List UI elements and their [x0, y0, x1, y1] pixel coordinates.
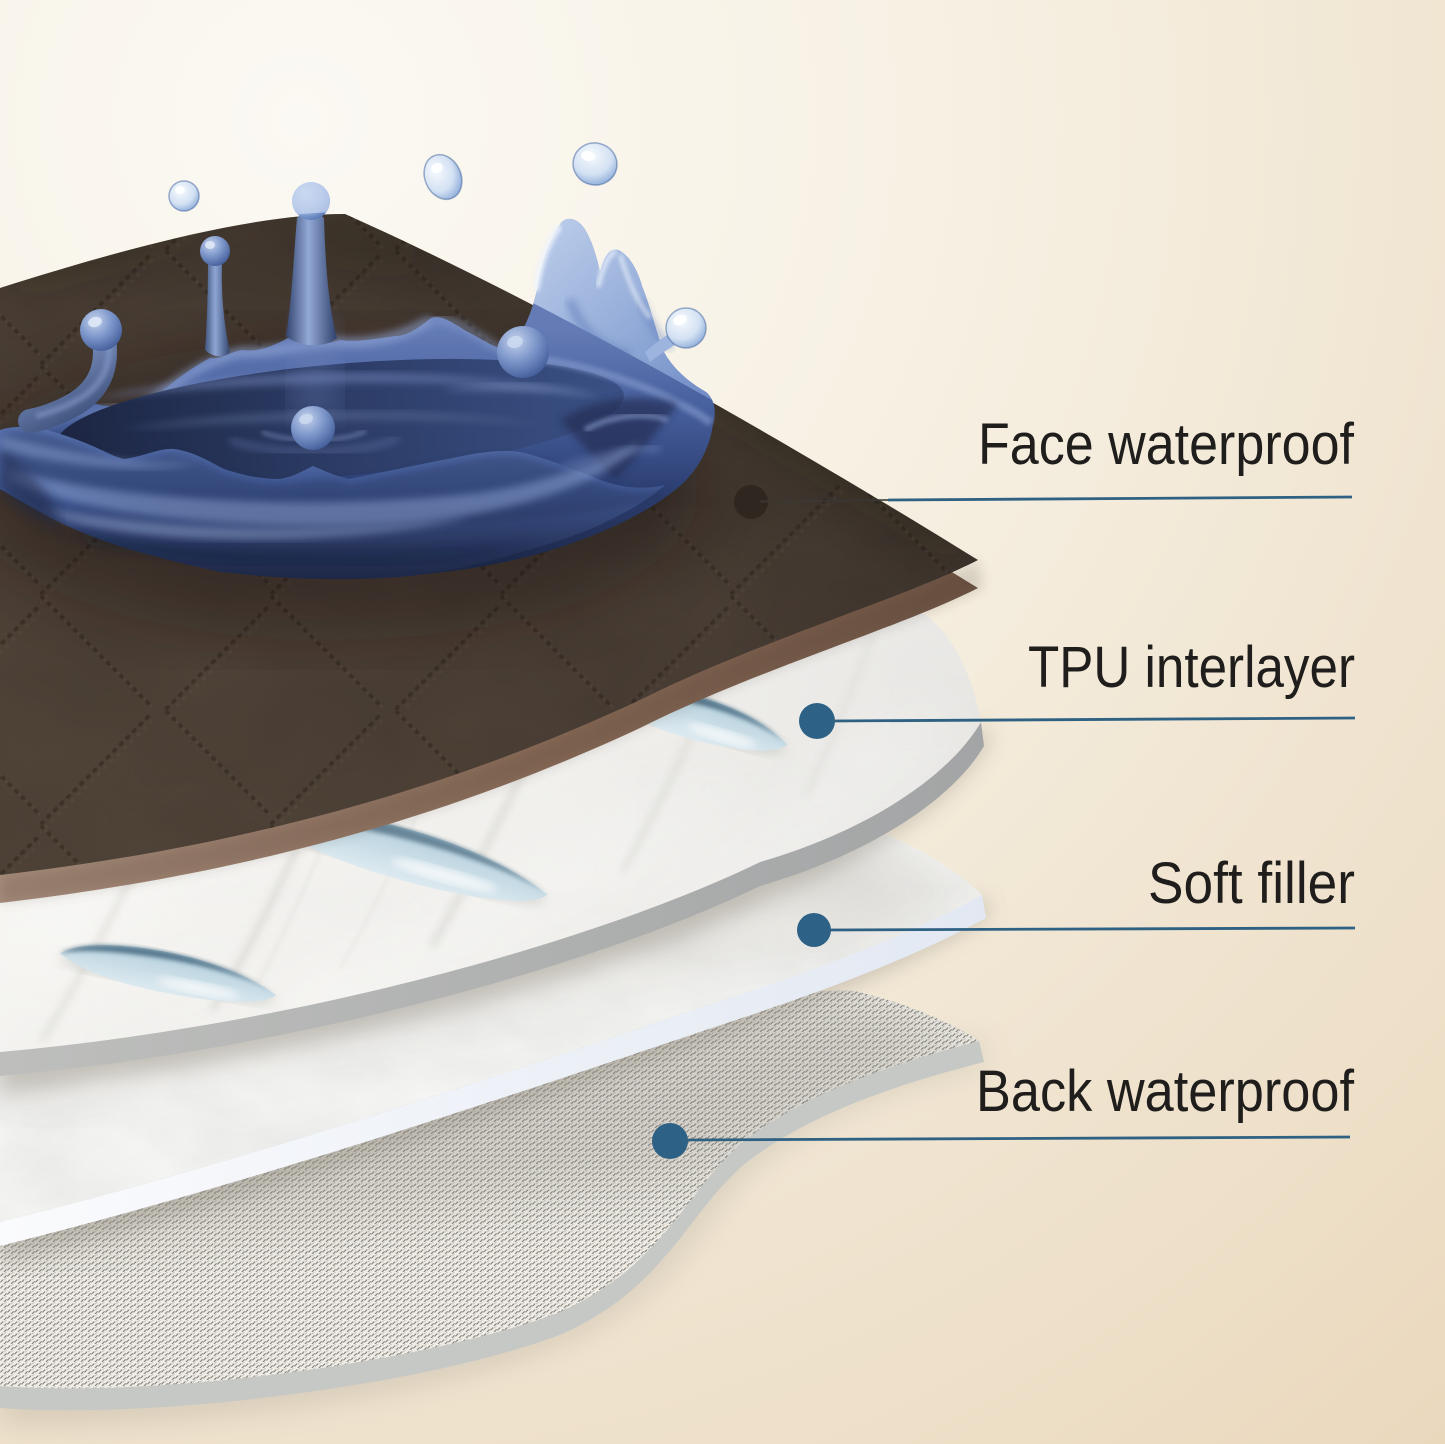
callout-dot-back-waterproof [652, 1123, 688, 1159]
callout-line-tpu-interlayer [829, 716, 1356, 723]
callout-line-soft-filler [826, 926, 1356, 932]
callout-dot-soft-filler [797, 913, 831, 947]
callout-dot-face-waterproof [734, 485, 768, 519]
soft-filler-edge-band [0, 895, 986, 1246]
water-splash-graphic [0, 142, 715, 580]
label-soft-filler: Soft filler [1148, 851, 1355, 916]
callout-line-face-waterproof [887, 495, 1353, 502]
label-tpu-interlayer: TPU interlayer [1028, 635, 1355, 700]
label-face-waterproof: Face waterproof [978, 412, 1355, 477]
callout-connector-face-waterproof [759, 499, 889, 503]
callout-line-back-waterproof [683, 1135, 1351, 1142]
back-waterproof-edge-band [0, 1041, 984, 1411]
water-droplet [168, 142, 618, 212]
callout-dot-tpu-interlayer [799, 703, 835, 739]
label-back-waterproof: Back waterproof [976, 1059, 1355, 1124]
callouts: Face waterproof TPU interlayer Soft fill… [652, 412, 1356, 1159]
